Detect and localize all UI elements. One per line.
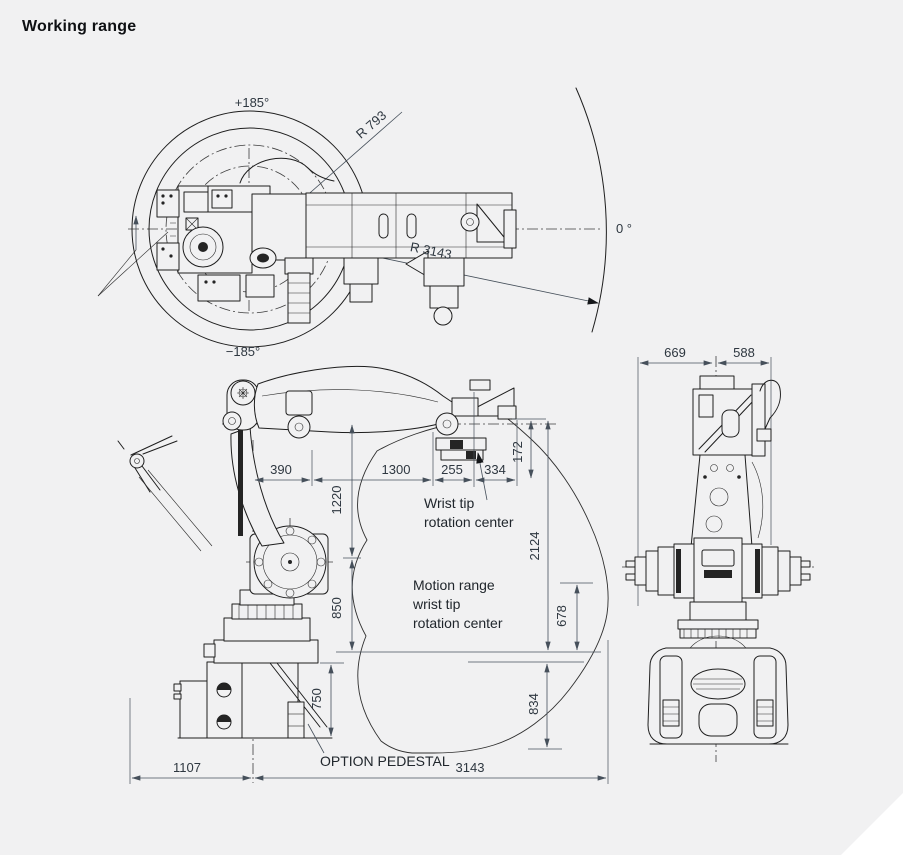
angle-zero-label: 0 °: [616, 221, 632, 236]
wrist-tip-leader: [476, 452, 488, 501]
dim-3143: 3143: [456, 760, 485, 775]
dim-588: 588: [733, 345, 755, 360]
option-pedestal-leader: [307, 723, 325, 754]
angle-minus-185-label: −185°: [226, 344, 260, 359]
top-view: +185° −185° 0 ° R 793 R 3143: [97, 87, 632, 359]
option-pedestal-label: OPTION PEDESTAL: [320, 753, 450, 769]
side-view-labels: Wrist tip rotation center Motion range w…: [307, 452, 514, 769]
dim-669: 669: [664, 345, 686, 360]
side-view: 390 1300 255 334 172 1220 850 750 2124: [117, 365, 609, 784]
motion-range-envelope: [351, 411, 609, 754]
corner-cut: [841, 793, 903, 855]
dim-2124: 2124: [527, 532, 542, 561]
dim-850: 850: [329, 597, 344, 619]
side-view-dimensions: 390 1300 255 334 172 1220 850 750 2124: [129, 392, 609, 784]
radius-793-label: R 793: [353, 108, 389, 142]
motion-range-label-line3: rotation center: [413, 615, 503, 631]
rear-arm-fragment: [117, 435, 213, 552]
wrist-tip-label-line1: Wrist tip: [424, 495, 475, 511]
dim-1107: 1107: [173, 760, 201, 775]
dim-390: 390: [270, 462, 292, 477]
front-view-robot: [625, 375, 811, 745]
angle-plus-185-label: +185°: [235, 95, 269, 110]
option-pedestal: [173, 661, 328, 739]
top-view-robot: [156, 157, 517, 326]
dim-678: 678: [554, 605, 569, 627]
dim-334: 334: [484, 462, 506, 477]
page-title: Working range: [22, 18, 137, 35]
front-view: 669 588: [622, 345, 814, 762]
side-view-robot: [173, 365, 517, 739]
dim-834: 834: [526, 693, 541, 715]
motion-range-label-line2: wrist tip: [412, 596, 461, 612]
dim-172: 172: [510, 441, 525, 463]
dim-750: 750: [309, 688, 324, 710]
dim-1220: 1220: [329, 486, 344, 515]
motion-range-label-line1: Motion range: [413, 577, 495, 593]
dim-1300: 1300: [382, 462, 411, 477]
top-view-envelope-arc: [575, 87, 607, 333]
wrist-assembly: [435, 379, 517, 461]
dim-255: 255: [441, 462, 463, 477]
wrist-tip-label-line2: rotation center: [424, 514, 514, 530]
